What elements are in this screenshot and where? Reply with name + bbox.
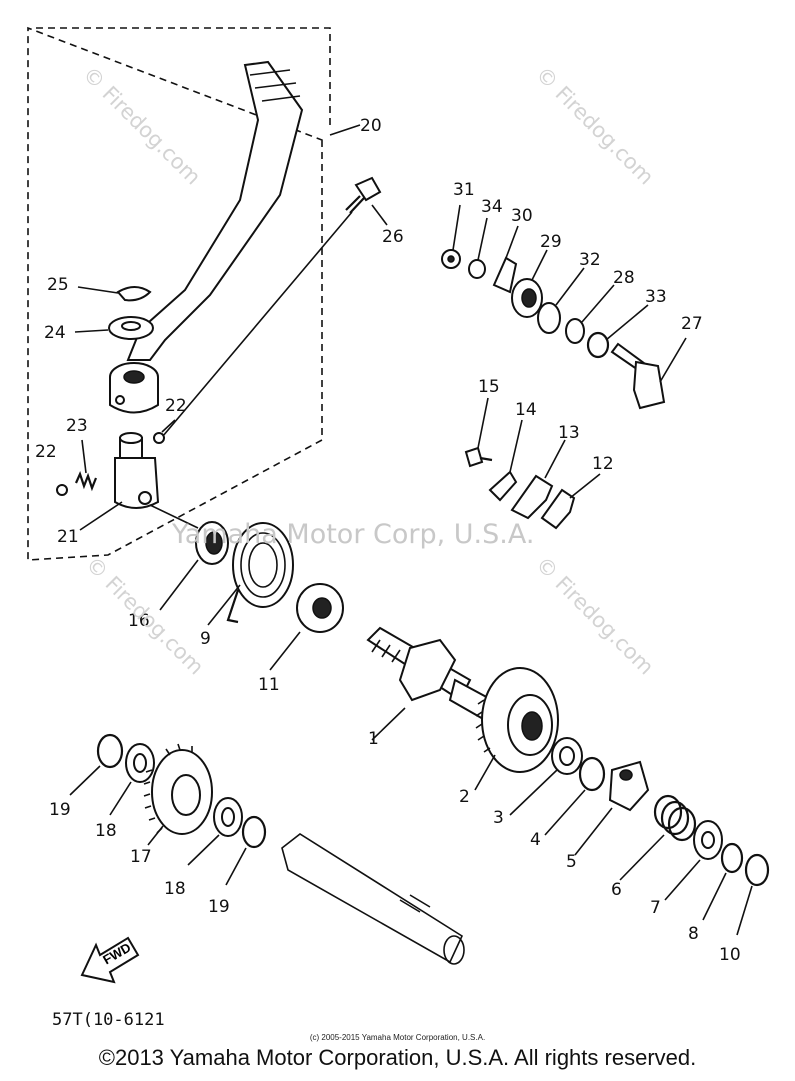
callout-18-left: 18 — [95, 821, 117, 841]
callout-8: 8 — [688, 924, 699, 944]
washer-part-18-left — [109, 743, 155, 816]
plate-part-13 — [510, 439, 566, 520]
callout-19-right: 19 — [208, 897, 230, 917]
gear-part-17 — [143, 743, 213, 846]
callout-18-right: 18 — [164, 879, 186, 899]
callout-5: 5 — [566, 852, 577, 872]
washer-part-3 — [509, 737, 583, 816]
callout-2: 2 — [459, 787, 470, 807]
kick-lever-part — [109, 60, 304, 414]
washer-part-7 — [664, 820, 723, 901]
callout-27: 27 — [681, 314, 703, 334]
circlip-part-19-left — [69, 733, 124, 796]
circlip-part-19-right — [225, 815, 267, 886]
ratchet-wheel-part-5 — [574, 760, 650, 856]
circlip-part-8 — [702, 842, 744, 921]
callout-17: 17 — [130, 847, 152, 867]
spring-part-33 — [586, 304, 649, 359]
callout-34: 34 — [481, 197, 503, 217]
kick-group-dashed-boundary — [27, 26, 331, 561]
callout-23: 23 — [66, 416, 88, 436]
callout-21: 21 — [57, 527, 79, 547]
callout-19-left: 19 — [49, 800, 71, 820]
kick-gear-part-2 — [474, 667, 559, 791]
callout-24: 24 — [44, 323, 66, 343]
watermark-yamaha: Yamaha Motor Corp, U.S.A. — [172, 519, 535, 550]
callout-26: 26 — [382, 227, 404, 247]
footer-copyright-main: ©2013 Yamaha Motor Corporation, U.S.A. A… — [98, 1045, 697, 1070]
spring-part-23 — [74, 439, 98, 492]
callout-3: 3 — [493, 808, 504, 828]
callout-11: 11 — [258, 675, 280, 695]
bearing-part-29 — [511, 249, 548, 318]
callout-12: 12 — [592, 454, 614, 474]
stopper-part-30 — [492, 225, 519, 294]
circlip-part-4 — [544, 756, 606, 836]
spacer-part-14 — [488, 419, 523, 502]
washer-part-34 — [468, 217, 488, 279]
callout-29: 29 — [540, 232, 562, 252]
callout-32: 32 — [579, 250, 601, 270]
compression-spring-part-6 — [619, 794, 697, 881]
washer-part-32 — [537, 267, 585, 334]
bolt-part-15 — [464, 397, 493, 468]
callout-20: 20 — [360, 116, 382, 136]
callout-13: 13 — [558, 423, 580, 443]
clip-part-25 — [77, 286, 152, 302]
callout-4: 4 — [530, 830, 541, 850]
bolt-part-26 — [162, 176, 388, 437]
callout-33: 33 — [645, 287, 667, 307]
callout-9: 9 — [200, 629, 211, 649]
callout-22-right: 22 — [165, 396, 187, 416]
callout-14: 14 — [515, 400, 537, 420]
callout-28: 28 — [613, 268, 635, 288]
callout-6: 6 — [611, 880, 622, 900]
circlip-part-10 — [736, 853, 770, 936]
footer-copyright-small: (c) 2005-2015 Yamaha Motor Corporation, … — [309, 1033, 486, 1042]
diagram-code: 57T(10-6121 — [52, 1010, 165, 1030]
washer-part-18-right — [187, 797, 243, 866]
fwd-direction-arrow — [80, 936, 140, 984]
callout-22-left: 22 — [35, 442, 57, 462]
callout-25: 25 — [47, 275, 69, 295]
shaft-outline — [281, 833, 465, 965]
bushing-part-11 — [269, 583, 344, 671]
callout-30: 30 — [511, 206, 533, 226]
torsion-spring-part-9 — [207, 522, 294, 626]
oil-seal-part-16 — [159, 521, 229, 611]
callout-31: 31 — [453, 180, 475, 200]
callout-10: 10 — [719, 945, 741, 965]
washer-part-24 — [74, 316, 154, 340]
callout-16: 16 — [128, 611, 150, 631]
shaft-part-27 — [610, 337, 687, 410]
ball-part-22-right — [153, 432, 165, 444]
plate-part-12 — [540, 473, 601, 530]
callout-1: 1 — [368, 729, 379, 749]
nut-part-31 — [441, 204, 461, 269]
ball-part-22-left — [56, 484, 68, 496]
kick-axle-part-1 — [366, 626, 494, 741]
callout-7: 7 — [650, 898, 661, 918]
circlip-part-28 — [565, 284, 615, 344]
kick-boss-part-21 — [79, 432, 199, 531]
callout-15: 15 — [478, 377, 500, 397]
